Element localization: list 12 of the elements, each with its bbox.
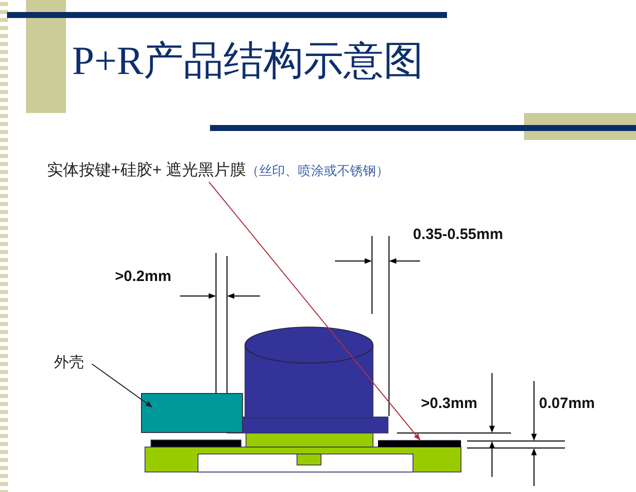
note-text: （丝印、喷涂或不锈钢） — [246, 163, 390, 178]
dimension-label: 0.35-0.55mm — [413, 226, 504, 243]
slide-title: P+R产品结构示意图 — [72, 38, 424, 84]
dimension-label: >0.2mm — [115, 268, 172, 285]
dimension-label: >0.3mm — [421, 395, 478, 412]
dimension-label: 0.07mm — [539, 395, 595, 412]
film-strip — [378, 440, 461, 447]
part-label: 外壳 — [54, 353, 84, 372]
housing-block — [141, 393, 243, 433]
leader-line — [92, 364, 153, 408]
part-label: 实体按键+硅胶+ 遮光黑片膜 — [47, 162, 246, 179]
leader-line — [208, 182, 420, 441]
